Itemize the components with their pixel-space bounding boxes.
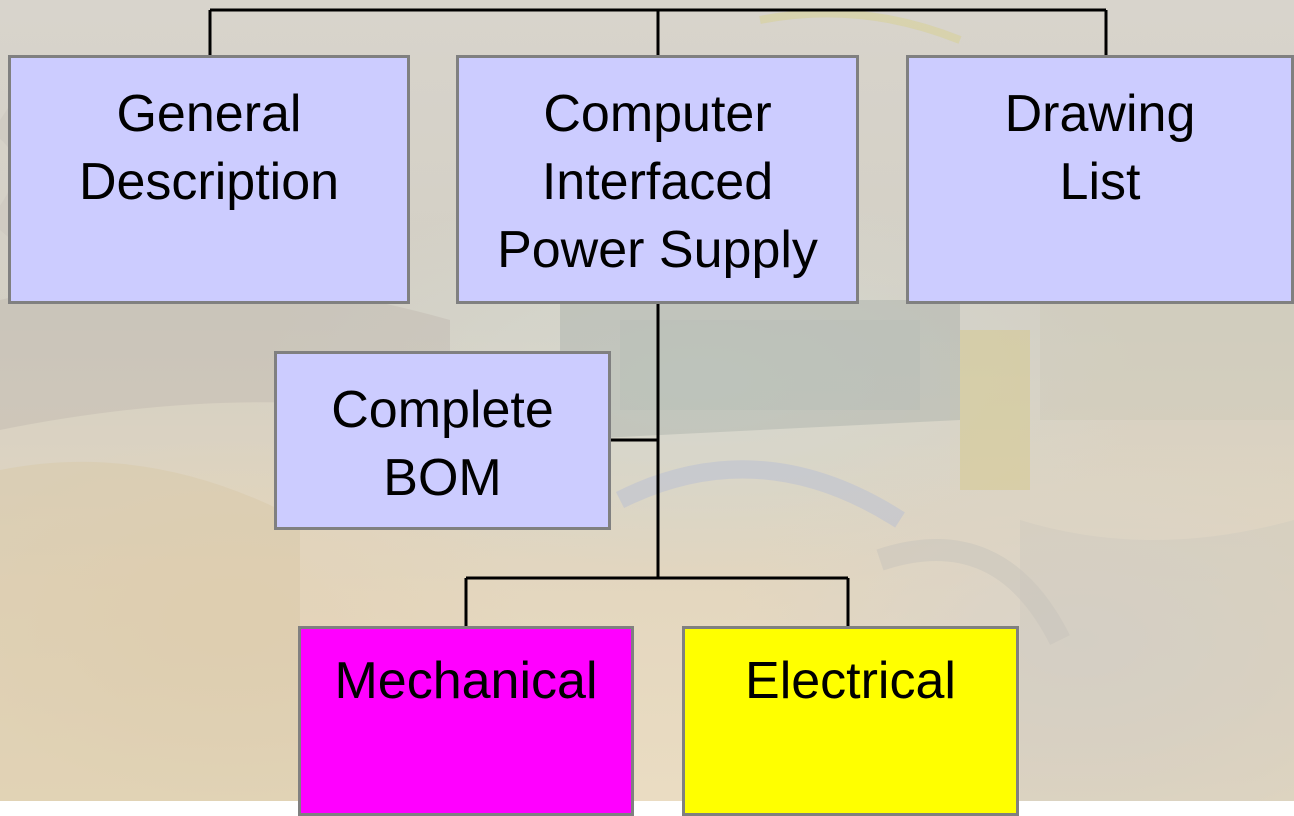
general-description-box[interactable]: General Description: [8, 55, 410, 304]
computer-interfaced-power-supply-box[interactable]: Computer Interfaced Power Supply: [456, 55, 859, 304]
mechanical-box[interactable]: Mechanical: [298, 626, 634, 816]
complete-bom-label: Complete BOM: [331, 381, 554, 507]
electrical-box[interactable]: Electrical: [682, 626, 1019, 816]
electrical-label: Electrical: [745, 652, 956, 710]
general-description-label: General Description: [78, 85, 340, 211]
complete-bom-box[interactable]: Complete BOM: [274, 351, 611, 530]
drawing-list-box[interactable]: Drawing List: [906, 55, 1294, 304]
mechanical-label: Mechanical: [334, 652, 598, 710]
drawing-list-label: Drawing List: [1004, 85, 1196, 211]
computer-interfaced-power-supply-label: Computer Interfaced Power Supply: [497, 85, 818, 279]
